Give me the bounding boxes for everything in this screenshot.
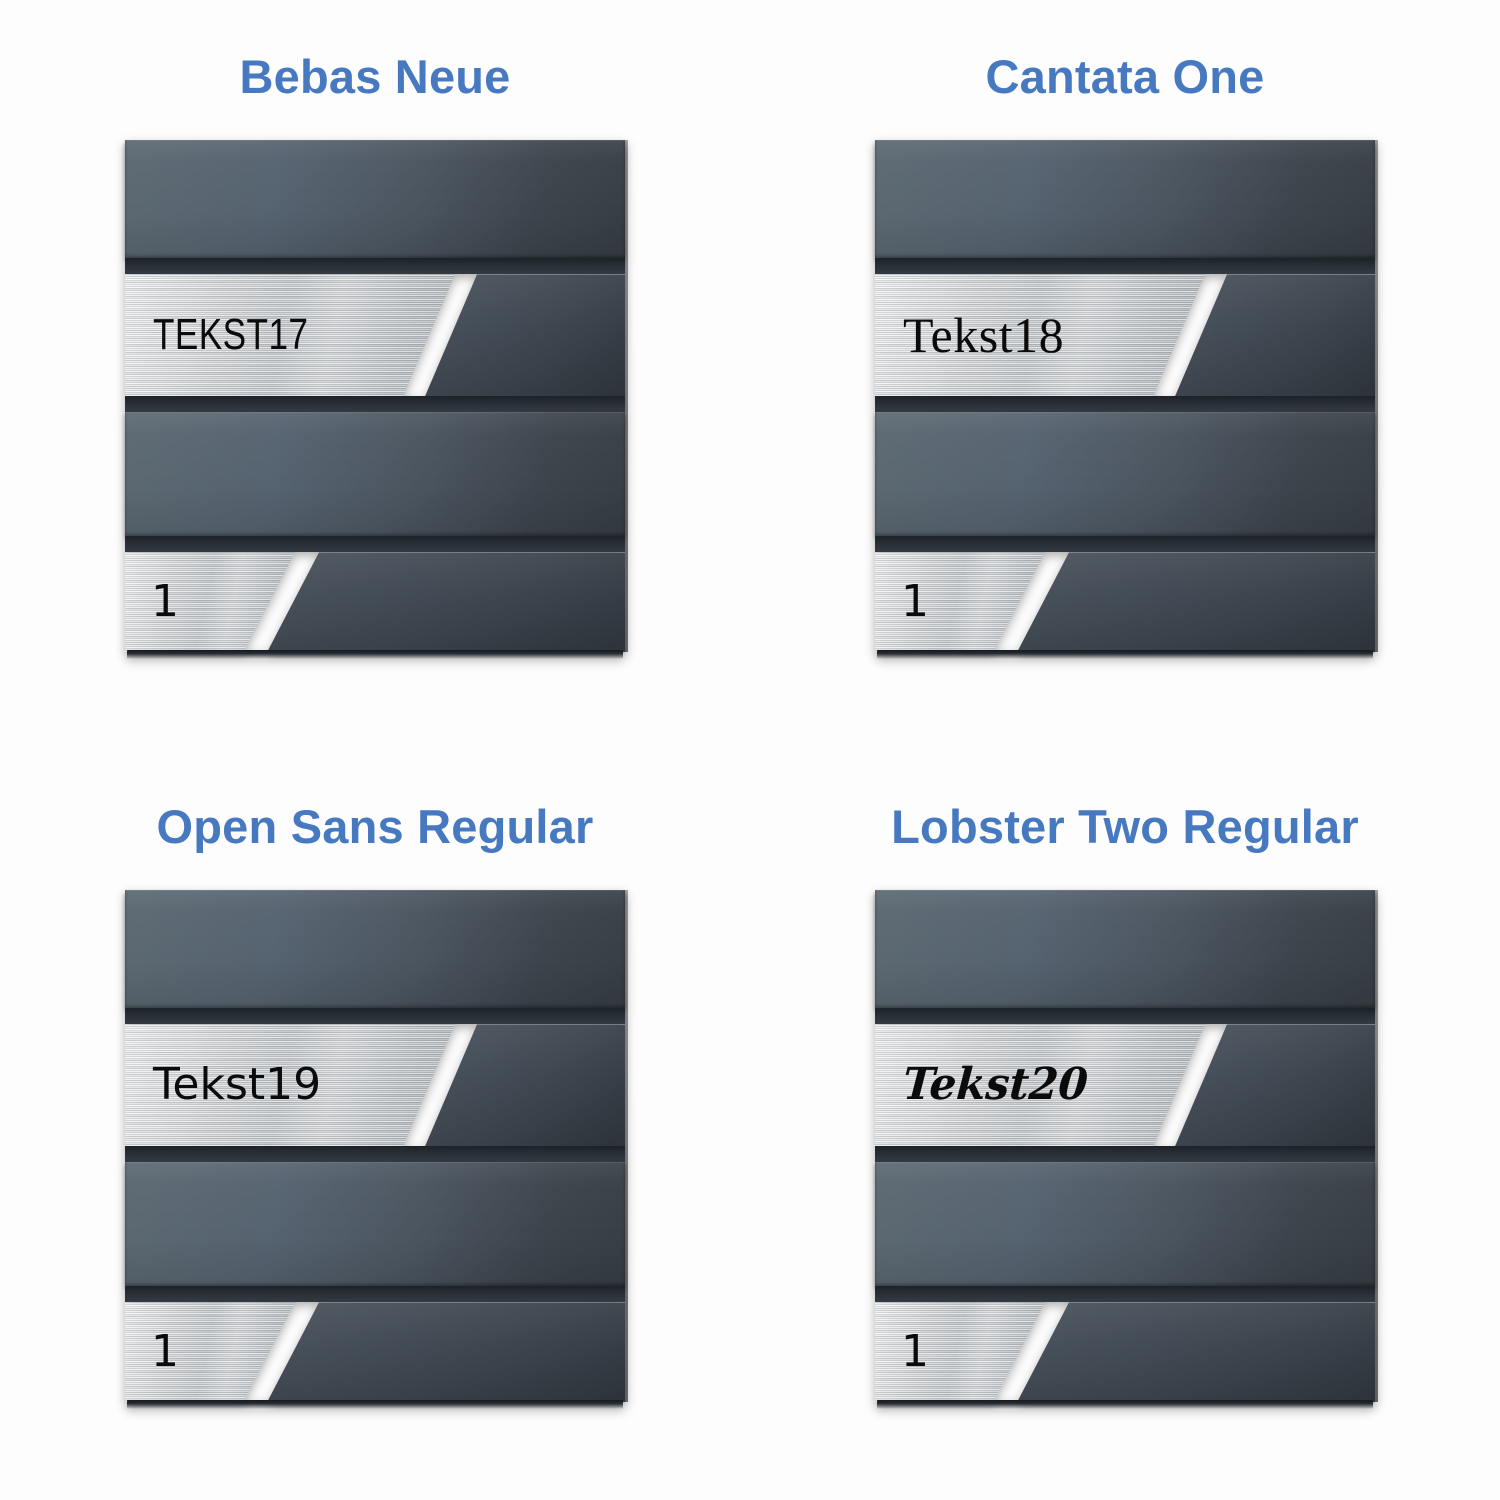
numberplate-metal[interactable]: 1: [125, 1302, 295, 1402]
panel-slat-middle: [875, 412, 1375, 537]
sign-product-image[interactable]: Tekst18 1: [875, 140, 1378, 660]
numberplate-metal[interactable]: 1: [125, 552, 295, 652]
panel-base-shadow: [877, 1400, 1373, 1410]
nameplate-text: Tekst18: [903, 307, 1065, 364]
panel-base-shadow: [877, 650, 1373, 660]
font-name-heading: Cantata One: [985, 50, 1265, 103]
panel-right-rim: [1375, 890, 1378, 1403]
sign-product-image[interactable]: Tekst20 1: [875, 890, 1378, 1410]
numberplate-text: 1: [901, 1326, 929, 1378]
panel-slat-top: [875, 140, 1375, 259]
numberplate-row: 1: [875, 1302, 1375, 1403]
numberplate-row: 1: [125, 1302, 625, 1403]
font-name-heading: Open Sans Regular: [156, 800, 594, 853]
panel-groove: [125, 396, 625, 413]
nameplate-metal[interactable]: TEKST17: [125, 274, 455, 396]
panel-slat-middle: [125, 412, 625, 537]
sign-product-image[interactable]: Tekst19 1: [125, 890, 628, 1410]
panel-groove: [875, 1146, 1375, 1163]
numberplate-row: 1: [875, 552, 1375, 653]
nameplate-row: Tekst19: [125, 1024, 625, 1147]
nameplate-row: TEKST17: [125, 274, 625, 397]
numberplate-text: 1: [901, 576, 929, 628]
panel-slat-middle: [875, 1162, 1375, 1287]
nameplate-row: Tekst18: [875, 274, 1375, 397]
panel-groove: [875, 1008, 1375, 1025]
panel-groove: [875, 1286, 1375, 1303]
panel-slat-top: [125, 890, 625, 1009]
nameplate-metal[interactable]: Tekst18: [875, 274, 1205, 396]
numberplate-text: 1: [151, 576, 179, 628]
nameplate-backing-wedge: [425, 274, 625, 397]
nameplate-text: Tekst19: [153, 1059, 322, 1111]
preview-card: Bebas Neue TEKST17: [0, 0, 750, 750]
panel-groove: [125, 1146, 625, 1163]
preview-card: Open Sans Regular Tekst19: [0, 750, 750, 1500]
numberplate-backing-wedge: [1017, 1302, 1375, 1403]
numberplate-metal[interactable]: 1: [875, 1302, 1045, 1402]
panel-groove: [875, 396, 1375, 413]
panel-right-rim: [625, 140, 628, 653]
nameplate-backing-wedge: [1175, 1024, 1375, 1147]
numberplate-row: 1: [125, 552, 625, 653]
panel-right-rim: [1375, 140, 1378, 653]
numberplate-backing-wedge: [267, 552, 625, 653]
panel-slat-top: [125, 140, 625, 259]
panel-groove: [125, 1008, 625, 1025]
nameplate-row: Tekst20: [875, 1024, 1375, 1147]
panel-groove: [875, 536, 1375, 553]
sign-panel: Tekst18 1: [875, 140, 1378, 660]
panel-slat-middle: [125, 1162, 625, 1287]
nameplate-backing-wedge: [1175, 274, 1375, 397]
sign-panel: Tekst20 1: [875, 890, 1378, 1410]
panel-base-shadow: [127, 1400, 623, 1410]
sign-panel: TEKST17 1: [125, 140, 628, 660]
font-name-heading: Lobster Two Regular: [891, 800, 1359, 853]
numberplate-text: 1: [151, 1326, 179, 1378]
preview-card: Lobster Two Regular Tekst20: [750, 750, 1500, 1500]
nameplate-text: Tekst20: [901, 1059, 1090, 1111]
panel-groove: [125, 258, 625, 275]
nameplate-backing-wedge: [425, 1024, 625, 1147]
numberplate-backing-wedge: [1017, 552, 1375, 653]
sign-panel: Tekst19 1: [125, 890, 628, 1410]
panel-base-shadow: [127, 650, 623, 660]
font-name-heading: Bebas Neue: [239, 50, 511, 103]
panel-slat-top: [875, 890, 1375, 1009]
nameplate-metal[interactable]: Tekst19: [125, 1024, 455, 1146]
panel-groove: [875, 258, 1375, 275]
preview-card: Cantata One Tekst18: [750, 0, 1500, 750]
panel-groove: [125, 536, 625, 553]
nameplate-metal[interactable]: Tekst20: [875, 1024, 1205, 1146]
numberplate-backing-wedge: [267, 1302, 625, 1403]
numberplate-metal[interactable]: 1: [875, 552, 1045, 652]
panel-groove: [125, 1286, 625, 1303]
sign-product-image[interactable]: TEKST17 1: [125, 140, 628, 660]
panel-right-rim: [625, 890, 628, 1403]
nameplate-text: TEKST17: [153, 310, 309, 360]
